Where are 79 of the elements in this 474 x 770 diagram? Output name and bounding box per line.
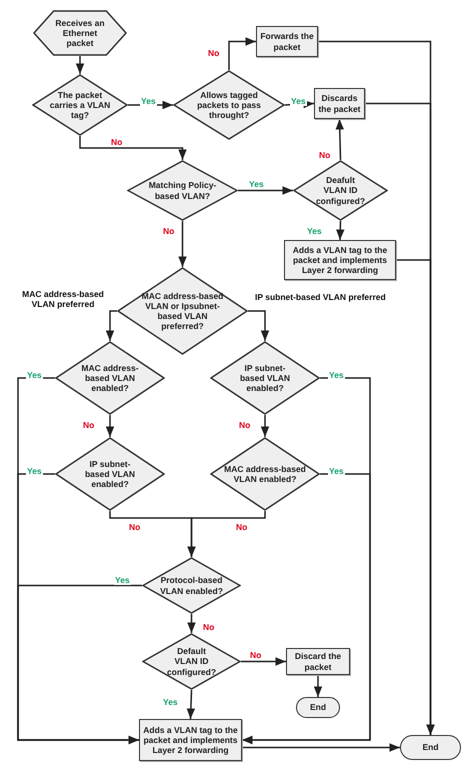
arrow <box>106 310 117 341</box>
edge-label: No <box>128 522 142 532</box>
node-text: Adds a VLAN tag to the packet and implements Layer 2 forwarding <box>142 724 239 756</box>
node-text: MAC address-based VLAN enabled? <box>80 362 140 394</box>
arrow <box>187 614 196 633</box>
edge-label: No <box>207 48 220 58</box>
node-text: Deafult VLAN ID configured? <box>316 175 366 206</box>
decision-diamond <box>210 341 320 415</box>
arrow <box>106 415 114 437</box>
node-text: Default VLAN ID configured? <box>166 646 216 677</box>
edge-label: No <box>318 150 332 160</box>
start-hexagon <box>33 10 127 56</box>
node-text: MAC address-based VLAN or Ipsubnet-based VLAN preferred? <box>140 290 224 332</box>
node-text: MAC address-based VLAN enabled? <box>223 464 307 484</box>
decision-diamond <box>55 341 165 415</box>
node-text: Protocol-based VLAN enabled? <box>159 575 224 596</box>
arrow <box>336 118 344 160</box>
node-text: IP subnet-based VLAN enabled? <box>238 362 292 394</box>
node-text: Matching Policy-based VLAN? <box>148 180 218 201</box>
node-text: End <box>421 742 440 753</box>
process-box <box>286 648 350 675</box>
process-box <box>314 88 365 119</box>
edge-label: Yes <box>26 370 43 380</box>
decision-diamond <box>142 557 241 614</box>
arrow <box>178 221 187 267</box>
edge-label: No <box>82 420 96 430</box>
arrow <box>336 220 344 240</box>
node-text: Receives an Ethernet packet <box>54 18 106 48</box>
node-text: Discards the packet <box>317 93 362 114</box>
decision-diamond <box>142 633 241 690</box>
edge-label: Yes <box>290 96 307 106</box>
edge-label: Yes <box>114 575 131 586</box>
edge-label: Yes <box>140 96 157 106</box>
arrow <box>242 473 371 744</box>
arrow <box>314 675 322 697</box>
process-box <box>256 26 318 57</box>
edge-label: Yes <box>26 466 43 476</box>
node-text: Forwards the packet <box>259 31 315 52</box>
edge-label: Yes <box>248 179 265 190</box>
process-box <box>139 719 242 761</box>
arrow <box>238 186 293 195</box>
node-text: IP subnet-based VLAN enabled? <box>84 458 136 490</box>
arrow <box>284 100 314 108</box>
decision-diamond <box>32 74 128 136</box>
edge-label: No <box>202 622 216 632</box>
arrow <box>187 511 266 557</box>
arrow <box>260 415 270 437</box>
arrow <box>248 310 270 341</box>
edge-label: No <box>235 522 248 532</box>
edge-label: Yes <box>328 370 345 380</box>
arrow <box>242 743 400 752</box>
decision-diamond <box>293 160 388 221</box>
arrow <box>186 690 196 720</box>
decision-diamond <box>210 437 320 511</box>
edge-label: No <box>238 420 252 430</box>
arrow <box>228 37 256 70</box>
edge-label: IP subnet-based VLAN preferred <box>254 292 387 302</box>
node-text: Adds a VLAN tag to the packet and implements Layer 2 forwarding <box>292 244 388 276</box>
arrow <box>79 136 187 160</box>
arrow <box>396 259 435 735</box>
edge-label: Yes <box>306 226 323 236</box>
process-box <box>284 240 396 280</box>
arrow <box>241 657 286 666</box>
edge-label: Yes <box>328 466 345 476</box>
edge-label: No <box>249 650 262 660</box>
edge-label: Yes <box>162 697 179 708</box>
node-text: End <box>308 702 328 713</box>
edge-label: No <box>110 137 124 148</box>
decision-diamond <box>55 437 165 511</box>
node-text: Discard the packet <box>294 651 342 672</box>
edge-label: No <box>162 226 176 236</box>
decision-diamond <box>127 160 238 221</box>
arrow <box>128 100 173 110</box>
arrow <box>76 56 84 74</box>
decision-diamond <box>173 70 285 140</box>
decision-diamond <box>117 267 248 355</box>
node-text: Allows tagged packets to pass throught? <box>196 90 262 120</box>
arrow <box>17 584 142 744</box>
node-text: The packet carries a VLAN tag? <box>48 90 112 120</box>
